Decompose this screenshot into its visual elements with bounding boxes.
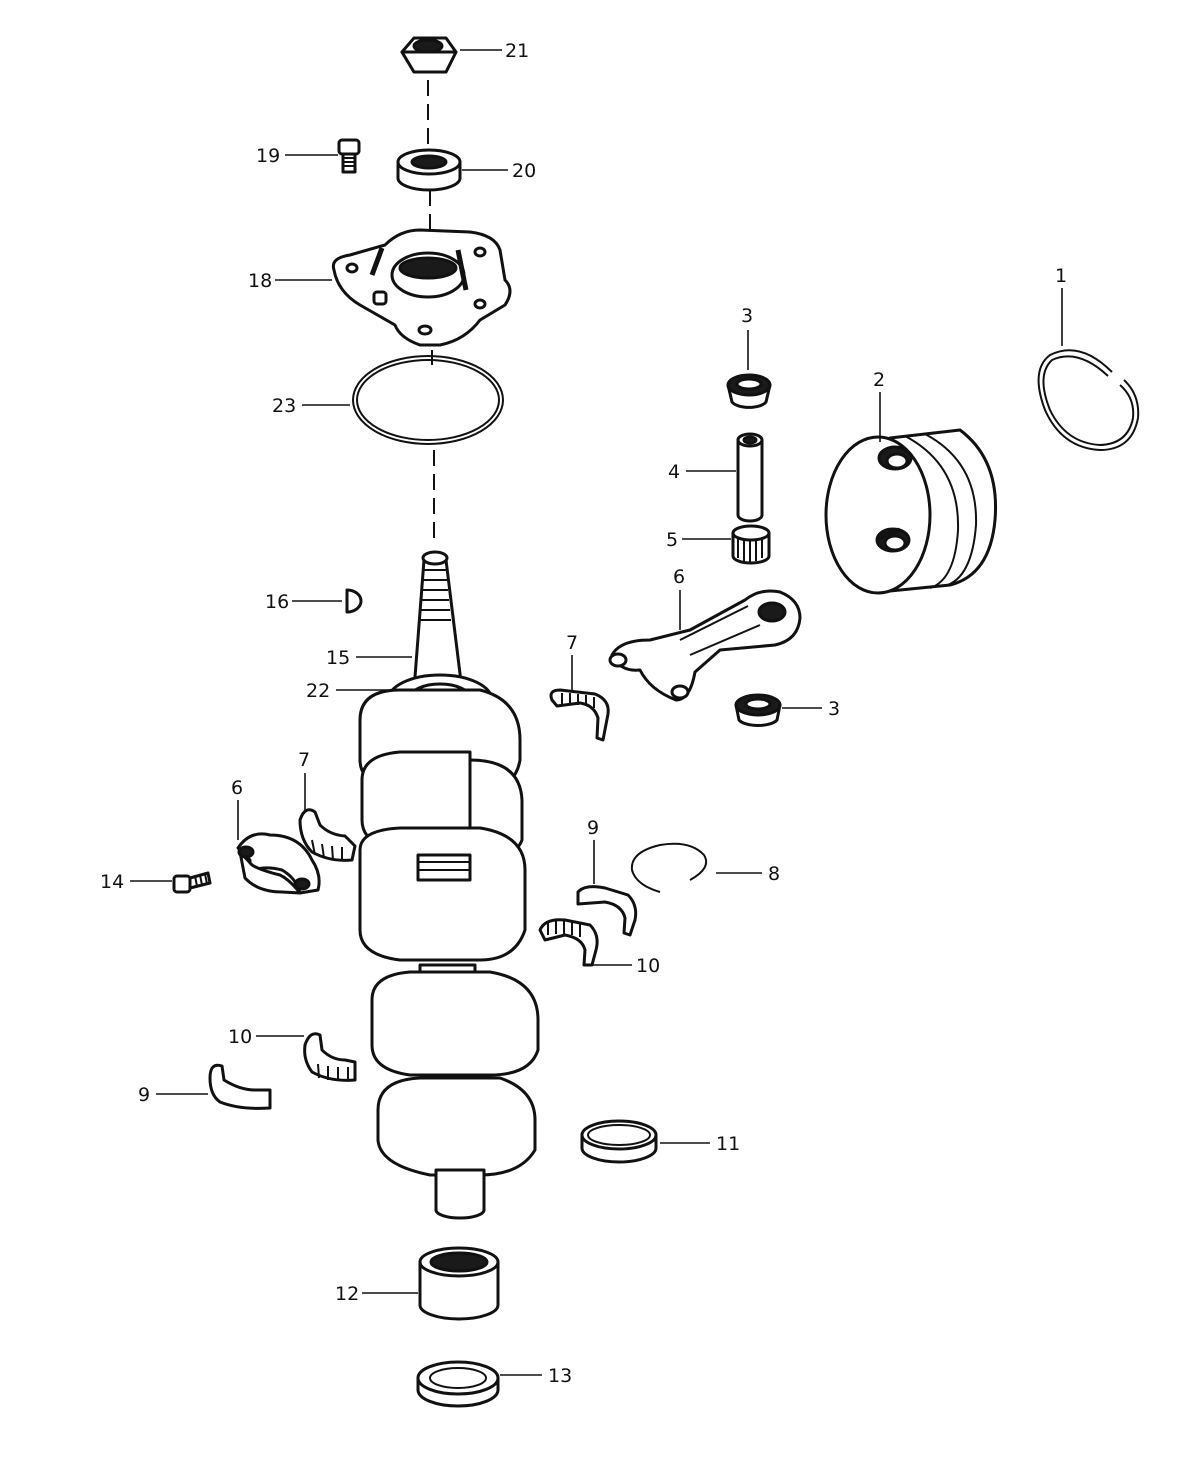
callout-12: 12 bbox=[335, 1283, 359, 1305]
callout-10-left: 10 bbox=[228, 1026, 252, 1048]
callout-18: 18 bbox=[248, 270, 272, 292]
rod-cap bbox=[236, 832, 321, 895]
cage-bearing-half-left bbox=[298, 808, 357, 862]
upper-bearing-housing bbox=[331, 228, 512, 347]
callout-5: 5 bbox=[666, 529, 678, 551]
callout-20: 20 bbox=[512, 160, 536, 182]
leader-lines bbox=[130, 49, 1063, 1376]
woodruff-key bbox=[345, 588, 363, 614]
callout-10-right: 10 bbox=[636, 955, 660, 977]
split-ring bbox=[580, 1119, 658, 1164]
retaining-ring bbox=[630, 842, 708, 893]
cage-bearing-half-lower bbox=[303, 1032, 357, 1082]
callout-3-lower: 3 bbox=[828, 698, 840, 720]
callout-6-rod: 6 bbox=[673, 566, 685, 588]
cap-screw bbox=[172, 871, 212, 894]
o-ring bbox=[352, 355, 504, 445]
bolt bbox=[337, 138, 361, 174]
lower-seal bbox=[416, 1360, 500, 1408]
piston-pin bbox=[736, 432, 764, 523]
callout-7-upper: 7 bbox=[566, 632, 578, 654]
cage-bearing-half-upper bbox=[549, 688, 610, 742]
roller-bearing bbox=[418, 1246, 500, 1321]
callout-9-left: 9 bbox=[138, 1084, 150, 1106]
callout-3-upper: 3 bbox=[741, 305, 753, 327]
piston bbox=[824, 428, 998, 595]
connecting-rod bbox=[608, 589, 802, 702]
callout-11: 11 bbox=[716, 1133, 740, 1155]
center-axis-upper bbox=[427, 80, 435, 545]
callout-14: 14 bbox=[100, 871, 124, 893]
callout-labels: 21 19 20 18 1 3 2 23 4 5 16 6 15 7 22 3 … bbox=[100, 40, 1067, 1387]
callout-22: 22 bbox=[306, 680, 330, 702]
callout-15: 15 bbox=[326, 647, 350, 669]
needle-bearing-small bbox=[731, 524, 771, 565]
callout-9-right: 9 bbox=[587, 817, 599, 839]
callout-19: 19 bbox=[256, 145, 280, 167]
oil-seal bbox=[396, 148, 462, 192]
callout-7-left: 7 bbox=[298, 749, 310, 771]
callout-13: 13 bbox=[548, 1365, 572, 1387]
bearing-cup-upper bbox=[726, 373, 772, 409]
callout-21: 21 bbox=[505, 40, 529, 62]
crankshaft bbox=[358, 550, 540, 1220]
hex-nut bbox=[400, 36, 458, 74]
callout-2: 2 bbox=[873, 369, 885, 391]
bearing-cup-lower bbox=[734, 693, 782, 728]
cage-bearing-half-right bbox=[538, 918, 599, 967]
callout-6-cap: 6 bbox=[231, 777, 243, 799]
callout-4: 4 bbox=[668, 461, 680, 483]
callout-16: 16 bbox=[265, 591, 289, 613]
callout-23: 23 bbox=[272, 395, 296, 417]
callout-1: 1 bbox=[1055, 265, 1067, 287]
callout-8: 8 bbox=[768, 863, 780, 885]
piston-ring bbox=[1037, 349, 1140, 452]
bearing-half-right bbox=[576, 885, 638, 937]
bearing-half-left bbox=[208, 1063, 272, 1110]
